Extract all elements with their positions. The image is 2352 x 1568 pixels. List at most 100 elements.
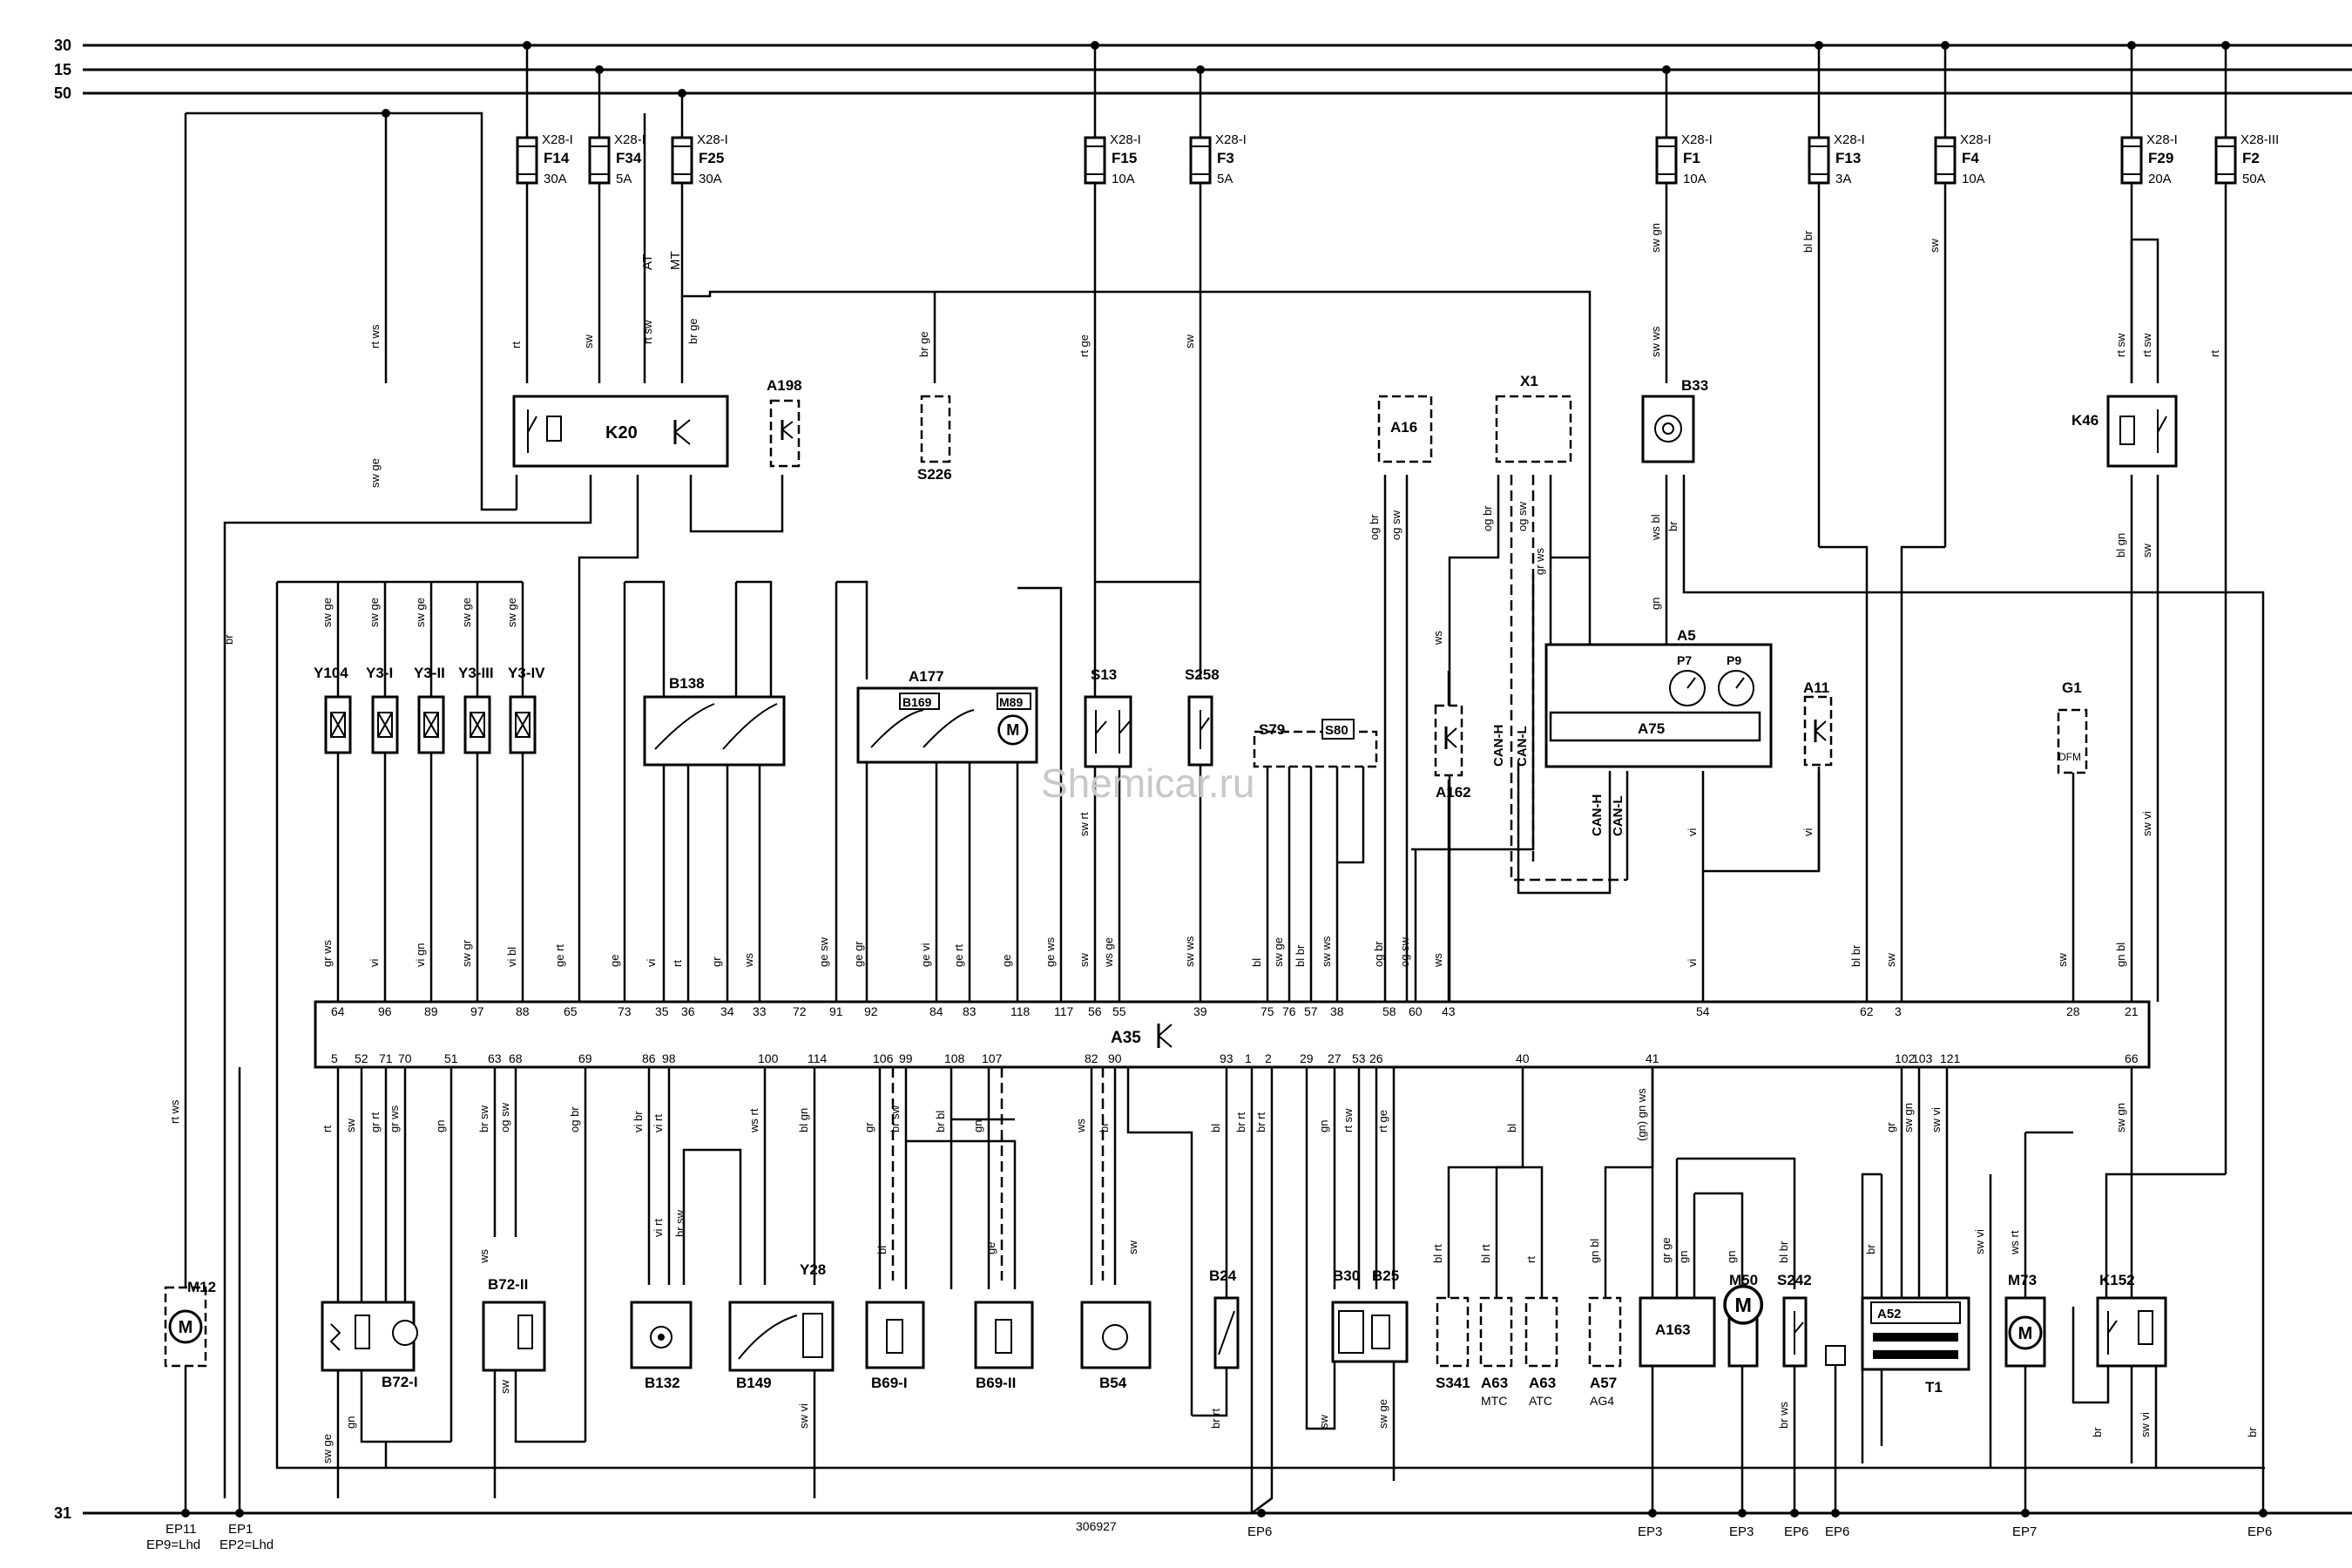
a35-pin-number: 3 bbox=[1895, 1004, 1902, 1018]
a35-pin-number: 34 bbox=[720, 1004, 734, 1018]
fuse-f1: X28-I F1 10A bbox=[1655, 70, 1713, 383]
a35-pin-number: 89 bbox=[424, 1004, 438, 1018]
component-label-y28: Y28 bbox=[800, 1261, 826, 1278]
wire-color-label: sw bbox=[1884, 953, 1897, 968]
component-sub-atc: ATC bbox=[1529, 1394, 1552, 1408]
wire-color-label: sw vi bbox=[797, 1403, 810, 1429]
wire-color-label: bl bbox=[1250, 958, 1263, 967]
sensor-b54: B54 bbox=[1080, 1067, 1193, 1416]
wire-color-label: sw bbox=[582, 335, 595, 349]
fuse-id: F1 bbox=[1683, 150, 1700, 166]
valve-y104: Y104 bbox=[314, 582, 352, 1002]
fuse-rating: 20A bbox=[2148, 172, 2172, 186]
a35-pin-number: 83 bbox=[963, 1004, 977, 1018]
a35-pin-number: 107 bbox=[982, 1051, 1003, 1065]
component-label-k20: K20 bbox=[605, 423, 638, 443]
wire-color-label: sw bbox=[344, 1119, 357, 1133]
wire-color-label: vi bl bbox=[505, 947, 518, 967]
wire-color-label: sw ge bbox=[460, 598, 473, 627]
fuse-rating: 50A bbox=[2242, 172, 2266, 186]
wire-color-label: br sw bbox=[673, 1209, 686, 1237]
a35-pin-number: 73 bbox=[618, 1004, 632, 1018]
component-label-a63-mtc: A63 bbox=[1481, 1375, 1508, 1391]
sensor-b24: B24 bbox=[1192, 1067, 1240, 1417]
a35-pin-number: 27 bbox=[1328, 1051, 1342, 1065]
wire-color-label: br sw bbox=[889, 1105, 902, 1132]
fuse-f2: X28-III F2 50A bbox=[2214, 45, 2279, 1174]
wire-color-label: sw ge bbox=[1376, 1399, 1389, 1429]
fuse-id: F34 bbox=[616, 150, 642, 166]
wire-color-label: ws ge bbox=[1102, 937, 1115, 968]
fuse-rating: 10A bbox=[1683, 172, 1707, 186]
wire-color-label: gn bbox=[1677, 1251, 1690, 1263]
ground-ep6-b: EP6 bbox=[1784, 1524, 1808, 1539]
fuse-id: F4 bbox=[1962, 150, 1979, 166]
a35-pin-number: 41 bbox=[1646, 1051, 1659, 1065]
wire-color-label: rt sw bbox=[1342, 1108, 1355, 1132]
a35-pin-number: 71 bbox=[379, 1051, 393, 1065]
component-label-b30: B30 bbox=[1333, 1267, 1360, 1284]
a35-pin-number: 98 bbox=[662, 1051, 676, 1065]
wire-color-label: ge rt bbox=[952, 944, 965, 967]
wire-color-label: sw bbox=[1928, 239, 1941, 253]
component-label-a162: A162 bbox=[1436, 784, 1471, 801]
ground-ep6-a: EP6 bbox=[1247, 1524, 1272, 1539]
wire-color-label: rt sw bbox=[2114, 333, 2127, 357]
component-label-m73: M73 bbox=[2008, 1272, 2037, 1288]
component-label-b69-ii: B69-II bbox=[976, 1375, 1016, 1391]
a35-pin-number: 2 bbox=[1265, 1051, 1272, 1065]
wire-color-label: vi rt bbox=[652, 1114, 665, 1132]
rail-label-15: 15 bbox=[54, 61, 71, 78]
component-label-p9: P9 bbox=[1727, 653, 1741, 667]
a35-pin-number: 29 bbox=[1300, 1051, 1314, 1065]
wire-color-label: vi bbox=[1686, 959, 1699, 968]
a35-pin-number: 51 bbox=[444, 1051, 458, 1065]
wire-color-label: (gn) gn ws bbox=[1635, 1088, 1648, 1141]
fuse-f15: X28-I F15 10A bbox=[1084, 45, 1141, 697]
fuse-id: F2 bbox=[2242, 150, 2260, 166]
wire-color-label: gn bbox=[1317, 1120, 1330, 1132]
component-label-s341: S341 bbox=[1436, 1375, 1470, 1391]
fuse-f13: X28-I F13 3A bbox=[1808, 45, 1865, 547]
wire-color-label: ws rt bbox=[2008, 1230, 2021, 1255]
valve-y3-ii: Y3-II bbox=[414, 582, 445, 1002]
component-label-y3-iii: Y3-III bbox=[458, 665, 494, 681]
wire-color-label: sw gn bbox=[1649, 223, 1662, 253]
wire-color-label: gr ws bbox=[388, 1105, 401, 1132]
ground-ep6-c: EP6 bbox=[1825, 1524, 1849, 1539]
fuse-id: F15 bbox=[1112, 150, 1137, 166]
component-label-m50: M50 bbox=[1729, 1272, 1758, 1288]
sensor-b72-i: B72-I bbox=[321, 1067, 453, 1498]
wire-color-label: rt bbox=[1524, 1256, 1538, 1263]
component-label-y3-ii: Y3-II bbox=[414, 665, 445, 681]
wire-color-label: br bl bbox=[934, 1111, 947, 1132]
rail-junctions bbox=[382, 41, 2230, 118]
fuse-rating: 10A bbox=[1112, 172, 1135, 186]
a35-pin-number: 60 bbox=[1409, 1004, 1423, 1018]
wire-color-label: vi rt bbox=[652, 1219, 665, 1237]
component-label-b72-i: B72-I bbox=[382, 1374, 418, 1390]
switch-s258: S258 bbox=[1185, 666, 1220, 1002]
component-label-m12: M12 bbox=[187, 1279, 216, 1295]
fuse-rating: 30A bbox=[699, 172, 722, 186]
a35-pin-number: 96 bbox=[378, 1004, 392, 1018]
wire-color-label: sw ws bbox=[1649, 326, 1662, 357]
wire-color-label: sw gn bbox=[1902, 1103, 1915, 1132]
a35-pin-number: 28 bbox=[2066, 1004, 2080, 1018]
wire-color-label: bl bbox=[875, 1246, 889, 1254]
sensor-b69-i: B69-I bbox=[865, 1067, 1017, 1391]
component-label-b54: B54 bbox=[1099, 1375, 1127, 1391]
wire-color-label: br sw bbox=[477, 1105, 490, 1132]
a35-pin-number: 53 bbox=[1352, 1051, 1366, 1065]
sensor-b72-ii: B72-II bbox=[482, 1067, 587, 1498]
wire-color-label: sw bbox=[2140, 544, 2153, 558]
a35-pin-number: 114 bbox=[808, 1051, 828, 1065]
fuse-f3: X28-I F3 5A bbox=[1189, 70, 1247, 582]
wire-color-label: ge rt bbox=[553, 944, 566, 967]
component-label-s258: S258 bbox=[1185, 666, 1220, 683]
a35-pin-number: 66 bbox=[2125, 1051, 2139, 1065]
component-label-b24: B24 bbox=[1209, 1267, 1237, 1284]
module-a63-mtc: A63 MTC bbox=[1479, 1166, 1544, 1408]
fuse-conn: X28-I bbox=[614, 132, 645, 147]
wire-color-label: sw rt bbox=[1078, 812, 1091, 836]
